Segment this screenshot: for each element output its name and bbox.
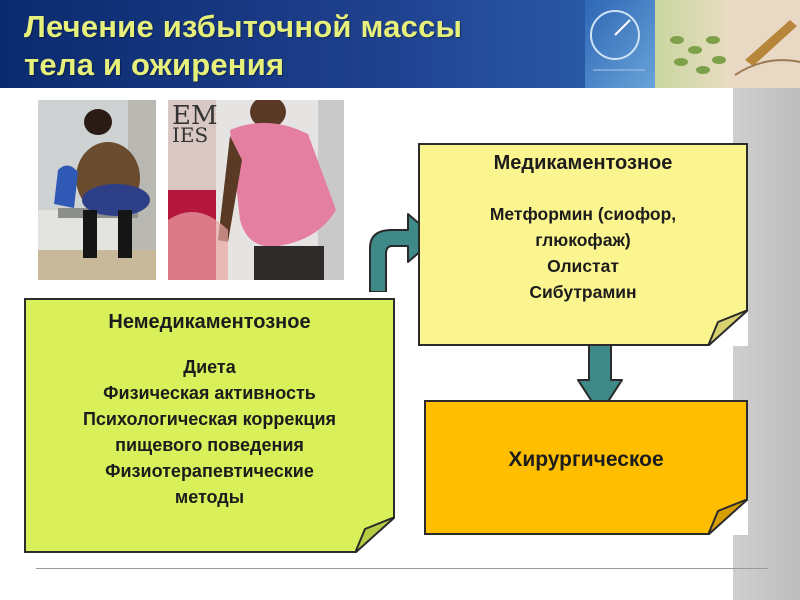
title-line-2: тела и ожирения [24, 46, 564, 84]
medication-item: Сибутрамин [420, 279, 746, 305]
photo-seated-person [38, 100, 156, 280]
title-line-1: Лечение избыточной массы [24, 8, 564, 46]
slide-title: Лечение избыточной массы тела и ожирения [24, 8, 564, 84]
medication-item: Метформин (сиофор, [420, 201, 746, 227]
slide-header: Лечение избыточной массы тела и ожирения [0, 0, 800, 88]
note-folded-corner [708, 310, 748, 346]
surgical-treatment-note: Хирургическое [424, 400, 748, 535]
non-medication-list: Диета Физическая активность Психологичес… [26, 354, 393, 510]
header-decorative-image [585, 0, 800, 88]
non-medication-item: Физическая активность [26, 380, 393, 406]
non-medication-treatment-note: Немедикаментозное Диета Физическая актив… [24, 298, 395, 553]
non-medication-heading: Немедикаментозное [26, 310, 393, 334]
medication-item: Олистат [420, 253, 746, 279]
photo-sign-line-2: IES [172, 123, 208, 147]
non-medication-item: пищевого поведения [26, 432, 393, 458]
medication-treatment-note: Медикаментозное Метформин (сиофор, глюко… [418, 143, 748, 346]
bottom-divider [36, 568, 768, 569]
non-medication-item: Психологическая коррекция [26, 406, 393, 432]
note-folded-corner [708, 499, 748, 535]
note-folded-corner [355, 517, 395, 553]
non-medication-item: Физиотерапевтические [26, 458, 393, 484]
non-medication-item: Диета [26, 354, 393, 380]
non-medication-item: методы [26, 484, 393, 510]
medication-heading: Медикаментозное [420, 151, 746, 175]
surgical-heading: Хирургическое [426, 448, 746, 472]
medication-item: глюкофаж) [420, 227, 746, 253]
medication-list: Метформин (сиофор, глюкофаж) Олистат Сиб… [420, 201, 746, 305]
photo-standing-person: EM IES [168, 100, 344, 280]
